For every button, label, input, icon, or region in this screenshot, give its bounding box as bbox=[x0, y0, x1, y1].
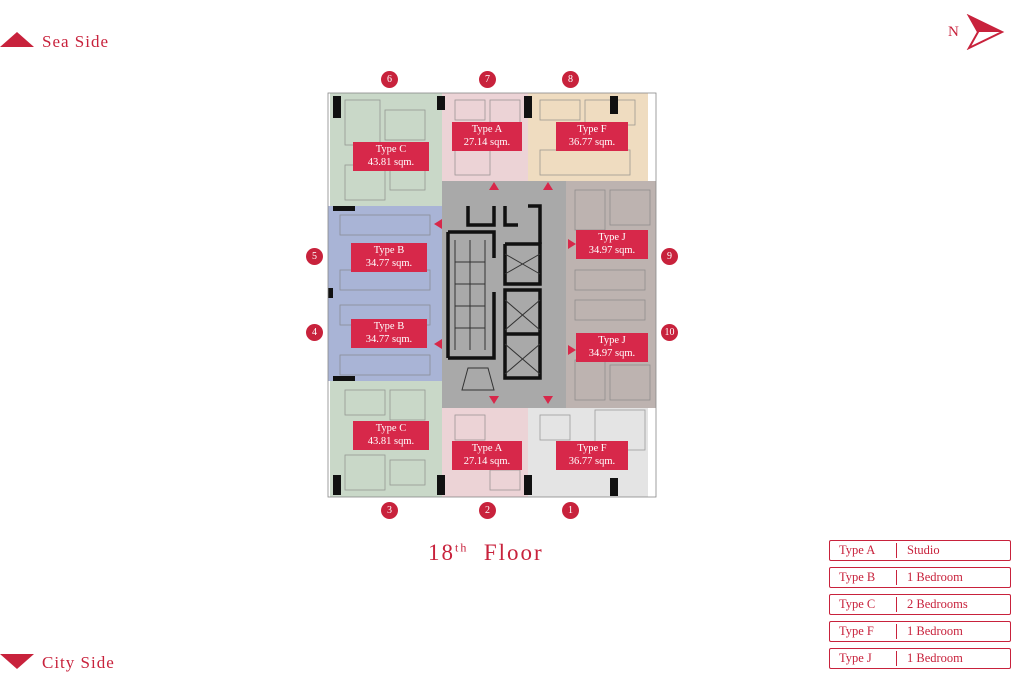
legend-desc: 1 Bedroom bbox=[907, 651, 963, 665]
legend-row: Type A Studio bbox=[829, 540, 1011, 561]
legend-type: Type F bbox=[839, 624, 874, 638]
unit-label-1: Type F 36.77 sqm. bbox=[556, 441, 628, 470]
unit-label-3: Type C 43.81 sqm. bbox=[353, 421, 429, 450]
legend-desc: 2 Bedrooms bbox=[907, 597, 968, 611]
unit-area: 43.81 sqm. bbox=[367, 156, 415, 168]
unit-label-4: Type B 34.77 sqm. bbox=[351, 319, 427, 348]
legend-row: Type F 1 Bedroom bbox=[829, 621, 1011, 642]
unit-number-1: 1 bbox=[562, 502, 579, 519]
unit-type: Type B bbox=[373, 321, 405, 332]
unit-number-3: 3 bbox=[381, 502, 398, 519]
legend-row: Type B 1 Bedroom bbox=[829, 567, 1011, 588]
north-label: N bbox=[948, 24, 959, 40]
unit-area: 27.14 sqm. bbox=[463, 136, 511, 148]
unit-number-7: 7 bbox=[479, 71, 496, 88]
unit-label-7: Type A 27.14 sqm. bbox=[452, 122, 522, 151]
legend-desc: Studio bbox=[907, 543, 940, 557]
legend-row: Type J 1 Bedroom bbox=[829, 648, 1011, 669]
legend-row: Type C 2 Bedrooms bbox=[829, 594, 1011, 615]
unit-number-5: 5 bbox=[306, 248, 323, 265]
unit-type: Type J bbox=[598, 232, 626, 243]
unit-label-10: Type J 34.97 sqm. bbox=[576, 333, 648, 362]
floor-title: 18th Floor bbox=[428, 540, 544, 566]
unit-type: Type B bbox=[373, 245, 405, 256]
legend-desc: 1 Bedroom bbox=[907, 624, 963, 638]
unit-label-6: Type C 43.81 sqm. bbox=[353, 142, 429, 171]
legend-type: Type A bbox=[839, 543, 876, 557]
legend-desc: 1 Bedroom bbox=[907, 570, 963, 584]
legend-type: Type C bbox=[839, 597, 876, 611]
unit-label-8: Type F 36.77 sqm. bbox=[556, 122, 628, 151]
floor-word: Floor bbox=[483, 540, 544, 565]
floor-suffix: th bbox=[455, 540, 469, 555]
unit-type: Type F bbox=[577, 124, 607, 135]
unit-label-5: Type B 34.77 sqm. bbox=[351, 243, 427, 272]
unit-area: 34.97 sqm. bbox=[588, 347, 636, 359]
unit-type: Type C bbox=[375, 423, 407, 434]
unit-area: 36.77 sqm. bbox=[568, 455, 616, 467]
unit-number-6: 6 bbox=[381, 71, 398, 88]
unit-area: 34.77 sqm. bbox=[365, 257, 413, 269]
floor-number: 18 bbox=[428, 540, 455, 565]
unit-number-4: 4 bbox=[306, 324, 323, 341]
city-side-arrow-icon bbox=[0, 654, 34, 669]
unit-type: Type F bbox=[577, 443, 607, 454]
unit-type: Type J bbox=[598, 335, 626, 346]
unit-label-2: Type A 27.14 sqm. bbox=[452, 441, 522, 470]
legend-type: Type B bbox=[839, 570, 876, 584]
unit-number-9: 9 bbox=[661, 248, 678, 265]
north-arrow-icon bbox=[966, 14, 1005, 50]
unit-number-2: 2 bbox=[479, 502, 496, 519]
unit-type: Type C bbox=[375, 144, 407, 155]
unit-label-9: Type J 34.97 sqm. bbox=[576, 230, 648, 259]
unit-area: 27.14 sqm. bbox=[463, 455, 511, 467]
unit-area: 43.81 sqm. bbox=[367, 435, 415, 447]
unit-type-legend: Type A Studio Type B 1 Bedroom Type C 2 … bbox=[829, 540, 1011, 669]
legend-type: Type J bbox=[839, 651, 872, 665]
unit-type: Type A bbox=[471, 124, 503, 135]
unit-number-8: 8 bbox=[562, 71, 579, 88]
unit-area: 34.77 sqm. bbox=[365, 333, 413, 345]
sea-side-arrow-icon bbox=[0, 32, 34, 47]
sea-side-label: Sea Side bbox=[42, 32, 110, 51]
unit-area: 36.77 sqm. bbox=[568, 136, 616, 148]
unit-area: 34.97 sqm. bbox=[588, 244, 636, 256]
unit-type: Type A bbox=[471, 443, 503, 454]
city-side-label: City Side bbox=[42, 653, 115, 672]
unit-number-10: 10 bbox=[661, 324, 678, 341]
